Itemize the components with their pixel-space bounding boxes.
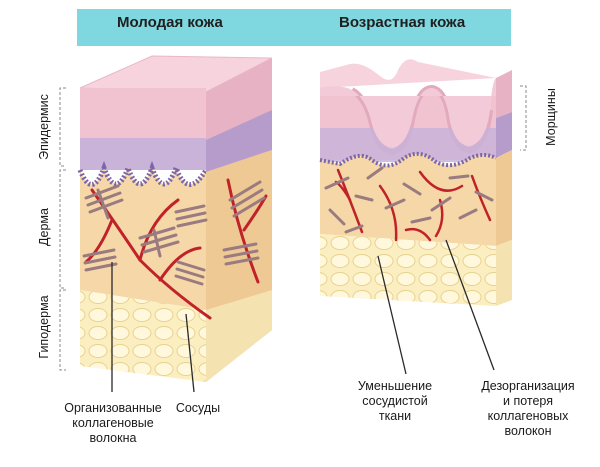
collagen-fiber: [354, 194, 374, 202]
reduction-line-2: сосудистой: [362, 394, 428, 408]
layer-brackets: [59, 85, 527, 371]
vessels-label: Сосуды: [175, 401, 221, 415]
epidermis-label: Эпидермис: [37, 94, 51, 160]
aged-side-dermis: [496, 150, 512, 246]
vascular-reduction-label: Уменьшение сосудистой ткани: [342, 379, 448, 424]
wrinkles-bracket: [520, 85, 527, 151]
collagen-bundle: [228, 180, 266, 218]
epidermis-bracket: [59, 87, 66, 167]
collagen-fiber: [384, 198, 406, 210]
collagen-bundle: [174, 204, 208, 228]
collagen-fiber: [328, 208, 346, 226]
aged-side-purple: [496, 112, 512, 158]
aged-fold-front: [320, 78, 496, 148]
hypodermis-bracket: [59, 289, 66, 371]
aged-hypodermis: [320, 234, 496, 306]
organized-collagen-label: Организованные коллагеновые волокна: [46, 401, 180, 446]
young-skin-title: Молодая кожа: [117, 14, 223, 31]
title-banner: [77, 9, 511, 46]
collagen-fiber: [410, 216, 432, 224]
disorg-line-1: Дезорганизация: [481, 379, 575, 393]
aged-top-face: [320, 59, 496, 88]
organized-line-1: Организованные: [64, 401, 162, 415]
disorg-line-2: и потеря: [502, 394, 554, 408]
dermis-label: Дерма: [37, 208, 51, 246]
wrinkles-label: Морщины: [544, 88, 558, 146]
organized-line-3: волокна: [89, 431, 137, 445]
disorg-line-3: коллагеновых: [487, 409, 569, 423]
collagen-fiber: [344, 224, 364, 234]
young-collagen: [82, 180, 266, 286]
young-epidermis-pink: [80, 88, 206, 140]
reduction-line-3: ткани: [378, 409, 412, 423]
collagen-fiber: [402, 182, 422, 196]
collagen-disorganization-label: Дезорганизация и потеря коллагеновых вол…: [468, 379, 588, 439]
aged-skin-block: [319, 59, 512, 306]
disorg-line-4: волокон: [504, 424, 552, 438]
young-epidermis-purple: [80, 138, 206, 170]
aged-skin-title: Возрастная кожа: [339, 14, 466, 31]
collagen-fiber: [474, 190, 494, 202]
collagen-bundle: [174, 260, 206, 286]
collagen-bundle: [84, 184, 124, 220]
aged-basal-layer: [319, 151, 497, 168]
dermis-bracket: [59, 169, 66, 289]
organized-line-2: коллагеновые: [72, 416, 154, 430]
collagen-fiber: [366, 166, 384, 180]
young-vessels: [84, 178, 268, 320]
collagen-bundle: [138, 226, 180, 258]
young-side-epidermis: [206, 58, 272, 140]
young-side-purple: [206, 110, 272, 172]
pointer-lines: [111, 239, 495, 393]
pointer-vessels: [185, 313, 195, 393]
young-side-hypodermis: [206, 290, 272, 382]
pointer-disorg: [445, 239, 495, 371]
collagen-fiber: [324, 176, 350, 190]
aged-side-hypodermis: [496, 240, 512, 306]
collagen-bundle: [82, 248, 118, 272]
young-skin-block: [77, 55, 273, 382]
collagen-bundle: [222, 242, 260, 266]
reduction-line-1: Уменьшение: [357, 379, 433, 393]
aged-side-epidermis: [496, 70, 512, 118]
aged-collagen: [324, 166, 494, 234]
collagen-fiber: [458, 208, 478, 220]
hypodermis-label: Гиподерма: [37, 295, 51, 359]
pointer-reduction: [377, 255, 407, 375]
collagen-fiber: [430, 196, 452, 212]
collagen-fiber: [448, 174, 470, 180]
